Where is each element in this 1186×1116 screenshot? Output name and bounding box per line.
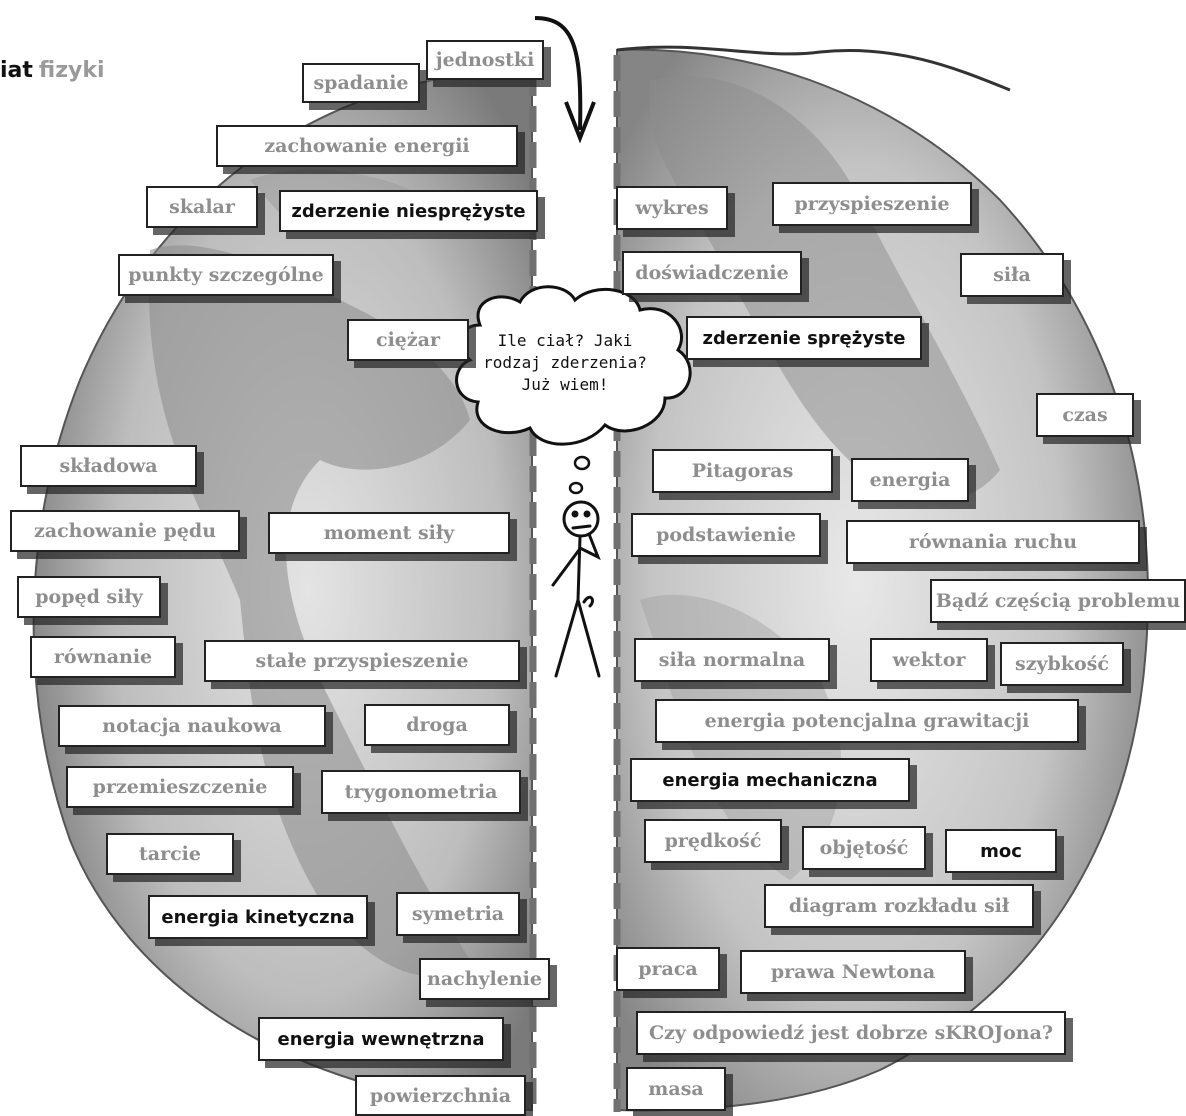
label-czas: czas (1036, 393, 1134, 437)
label-diagram-rozkladu-sil: diagram rozkładu sił (764, 884, 1034, 928)
label-zderzenie-niesprezyste: zderzenie niesprężyste (279, 190, 538, 232)
label-podstawienie: podstawienie (631, 513, 821, 557)
label-energia-wewnetrzna: energia wewnętrzna (258, 1017, 504, 1061)
title-word-1: iat (0, 58, 33, 83)
label-symetria: symetria (396, 892, 520, 936)
label-skladowa: składowa (20, 445, 197, 487)
label-zderzenie-sprezyste: zderzenie sprężyste (686, 316, 922, 360)
label-punkty-szczegolne: punkty szczególne (118, 254, 334, 296)
label-ciezar: ciężar (347, 319, 469, 361)
label-doswiadczenie: doświadczenie (622, 251, 802, 295)
label-praca: praca (616, 947, 720, 991)
land-left (148, 245, 470, 977)
split-arrow (534, 16, 583, 131)
label-energia-mechaniczna: energia mechaniczna (630, 758, 910, 802)
label-energia-kinetyczna: energia kinetyczna (148, 895, 368, 939)
label-wykres: wykres (616, 186, 728, 230)
title-word-2: fizyki (38, 58, 105, 83)
label-stale-przyspieszenie: stałe przyspieszenie (204, 640, 520, 682)
label-masa: masa (626, 1067, 726, 1111)
label-zachowanie-pedu: zachowanie pędu (10, 510, 240, 552)
label-predkosc: prędkość (644, 819, 782, 863)
label-nachylenie: nachylenie (419, 958, 550, 1000)
label-notacja-naukowa: notacja naukowa (58, 705, 326, 747)
label-wektor: wektor (870, 638, 988, 682)
stick-figure (551, 500, 601, 678)
label-rownania-ruchu: równania ruchu (846, 520, 1140, 564)
label-spadanie: spadanie (302, 63, 420, 103)
label-czy-odpowiedz-jest-dobrze-skrojona: Czy odpowiedź jest dobrze sKROJona? (636, 1011, 1066, 1055)
thought-cloud (455, 285, 692, 446)
land-right (648, 76, 1000, 501)
label-energia-potencjalna-grawitacji: energia potencjalna grawitacji (655, 699, 1079, 743)
label-trygonometria: trygonometria (321, 770, 521, 814)
label-szybkosc: szybkość (1000, 642, 1124, 686)
label-skalar: skalar (146, 186, 258, 228)
label-energia: energia (851, 458, 969, 502)
label-pitagoras: Pitagoras (652, 449, 833, 493)
label-badz-czescia-problemu: Bądź częścią problemu (930, 579, 1186, 623)
label-przemieszczenie: przemieszczenie (66, 766, 294, 808)
label-tarcie: tarcie (106, 833, 234, 875)
label-poped-sily: popęd siły (17, 576, 161, 618)
label-droga: droga (364, 704, 510, 746)
label-zachowanie-energii: zachowanie energii (216, 125, 518, 167)
label-moment-sily: moment siły (268, 512, 510, 554)
label-rownanie: równanie (30, 636, 176, 678)
label-powierzchnia: powierzchnia (355, 1075, 526, 1116)
label-objetosc: objętość (802, 826, 926, 870)
label-jednostki: jednostki (426, 40, 544, 80)
label-przyspieszenie: przyspieszenie (772, 182, 972, 226)
label-moc: moc (945, 829, 1057, 873)
label-sila: siła (960, 253, 1064, 297)
label-prawa-newtona: prawa Newtona (740, 950, 966, 994)
label-sila-normalna: siła normalna (634, 638, 830, 682)
